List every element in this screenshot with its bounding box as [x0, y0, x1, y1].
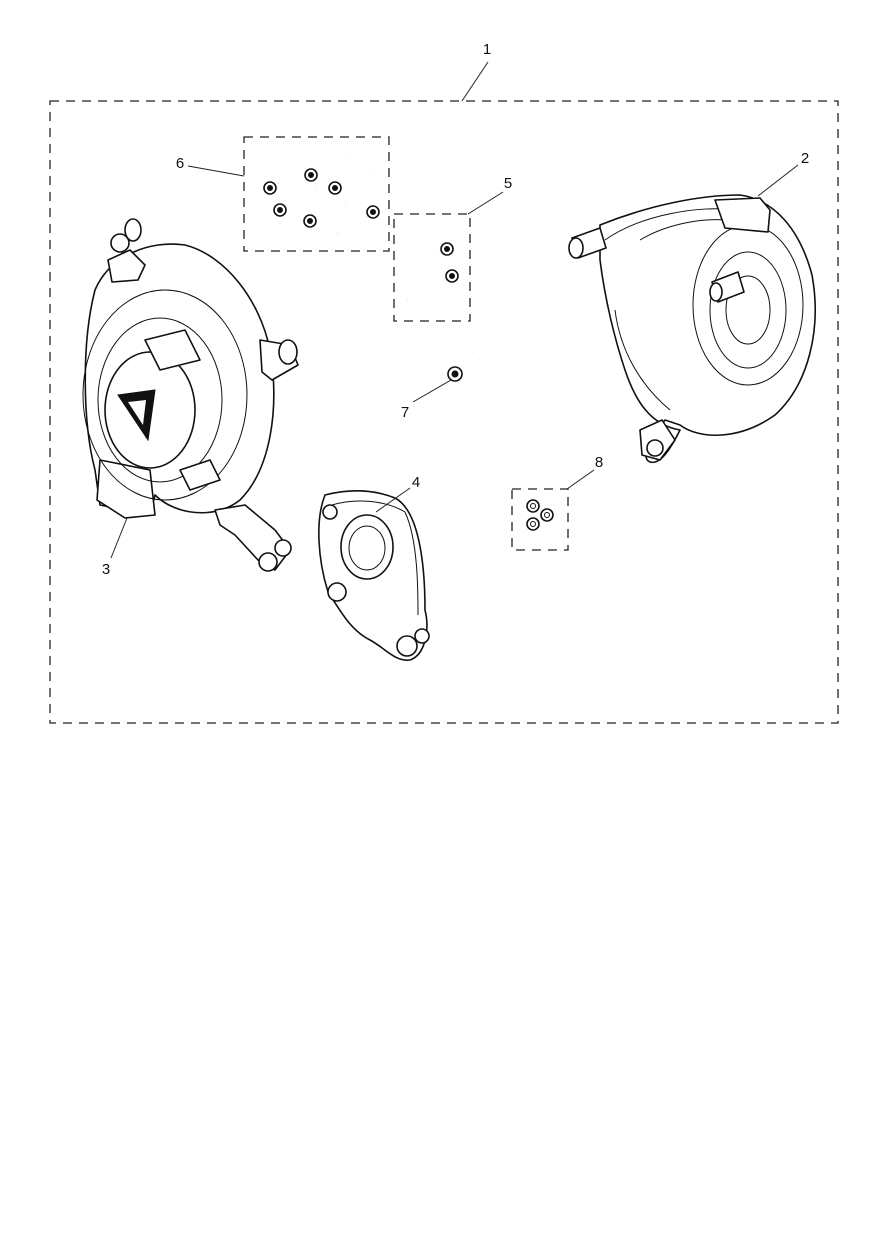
leader-line-2: [757, 164, 799, 197]
leader-line-4: [375, 487, 411, 513]
group-box-6: [243, 136, 390, 252]
bolt: [328, 168, 371, 195]
item-8-washer-set: [526, 499, 554, 531]
bolt: [404, 242, 454, 274]
callout-7: 7: [401, 404, 409, 421]
item-7-bolt: [447, 358, 481, 382]
leader-line-1: [461, 61, 489, 102]
bolt: [406, 269, 459, 302]
bolt: [303, 201, 346, 228]
callout-8: 8: [595, 454, 603, 471]
callout-2: 2: [801, 150, 809, 167]
bolt: [273, 188, 317, 217]
part-2-cover-shell: [568, 194, 816, 464]
bolt: [304, 152, 348, 182]
part-3-generator-cover: [82, 218, 299, 572]
leader-line-6: [187, 165, 245, 177]
part-4-gasket-plate: [318, 490, 430, 661]
bolt: [336, 205, 380, 235]
callout-6: 6: [176, 155, 184, 172]
group-box-5: [393, 213, 471, 322]
item-5-bolt-set: [404, 242, 459, 302]
group-box-8: [511, 488, 569, 551]
callout-4: 4: [412, 474, 420, 491]
leader-line-3: [110, 517, 128, 559]
callout-5: 5: [504, 175, 512, 192]
callout-1: 1: [483, 41, 491, 58]
item-6-bolt-set: [263, 152, 380, 235]
bolt: [263, 166, 306, 195]
callout-3: 3: [102, 561, 110, 578]
leader-line-7: [412, 379, 452, 403]
leader-line-5: [467, 191, 504, 215]
leader-line-8: [566, 469, 595, 490]
